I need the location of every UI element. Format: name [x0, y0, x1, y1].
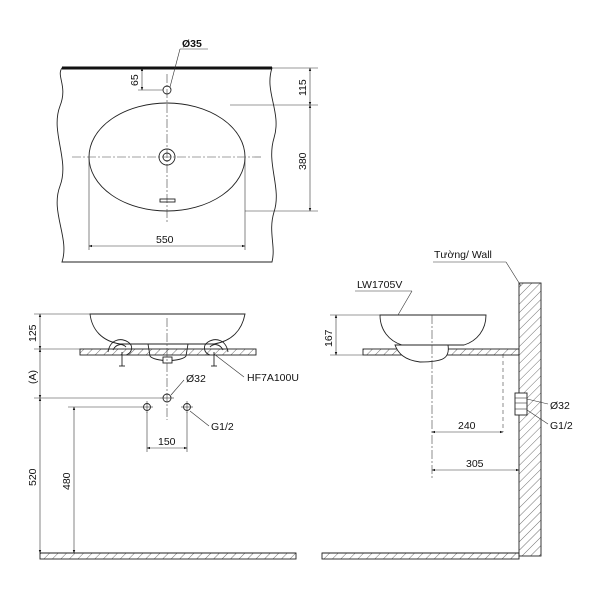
side-thread-leader [526, 409, 549, 425]
side-thread-label: G1/2 [550, 420, 573, 432]
front-thread-label: G1/2 [211, 421, 234, 433]
front-thread-leader [189, 410, 210, 427]
dim-305-label: 305 [466, 458, 484, 470]
countertop-outline [56, 67, 277, 263]
front-countertop [79, 348, 257, 356]
side-pipe-dia-label: Ø32 [550, 400, 570, 412]
front-view: HF7A100U Ø32 G1/2 150 125 (A) 520 480 [27, 313, 299, 560]
side-pipe-leader [526, 398, 549, 405]
dim-240-label: 240 [458, 420, 476, 432]
dim-115-label: 115 [297, 79, 309, 96]
overflow-slot [159, 198, 176, 203]
drain-outer [158, 148, 176, 166]
drain-inner [162, 152, 172, 162]
dim-480-label: 480 [61, 472, 73, 490]
front-pipe-leader [170, 379, 185, 396]
dim-a-label: (A) [27, 370, 39, 384]
top-view: Ø35 65 115 380 550 [56, 38, 318, 263]
bracket-model-label: HF7A100U [247, 372, 299, 384]
wall-outlet-symbol [514, 392, 528, 416]
wall [518, 282, 542, 557]
wall-label: Tường/ Wall [434, 249, 492, 261]
hole-diameter-label: Ø35 [182, 38, 202, 50]
side-floor [321, 552, 520, 560]
bracket-left [107, 339, 133, 367]
front-pipe-dia-label: Ø32 [186, 373, 206, 385]
dim-550-label: 550 [156, 234, 174, 246]
hole-leader [169, 48, 181, 88]
front-floor [39, 552, 297, 560]
dim-150-label: 150 [158, 436, 176, 448]
drain-tail [162, 356, 173, 364]
dim-65-label: 65 [129, 74, 141, 86]
basin-model-label: LW1705V [357, 279, 402, 291]
dim-167-label: 167 [323, 329, 335, 347]
side-basin [379, 314, 487, 346]
dim-125-label: 125 [27, 324, 39, 342]
side-drain-bowl [394, 344, 449, 363]
front-basin [89, 313, 246, 345]
dim-520-label: 520 [27, 468, 39, 486]
bracket-leader [213, 353, 245, 378]
side-view: 167 LW1705V Tường/ Wall Ø32 G1/2 240 305 [321, 249, 573, 560]
dim-380-label: 380 [297, 152, 309, 170]
